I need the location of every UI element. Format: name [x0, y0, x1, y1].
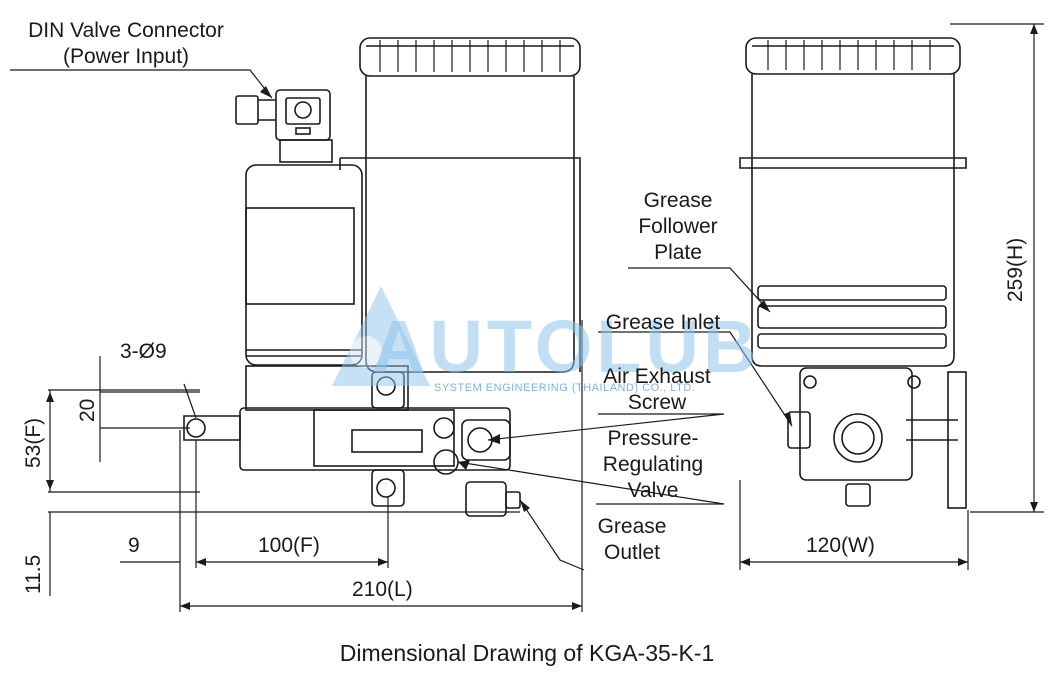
- label-grease-inlet: Grease Inlet: [605, 311, 721, 334]
- label-grease-outlet: Grease Outlet: [580, 514, 684, 566]
- autolub-logo-mark: [332, 286, 430, 386]
- dimension-lines: [48, 23, 1044, 612]
- follower-plate: [757, 285, 947, 301]
- arrowheads: [46, 24, 1038, 610]
- label-air-line1: Air Exhaust: [603, 365, 711, 388]
- dim-hole-spacing: 20: [76, 398, 99, 422]
- label-outlet-line2: Outlet: [603, 541, 661, 564]
- dim-base-offset: 11.5: [22, 554, 45, 594]
- label-din-line2: (Power Input): [62, 45, 190, 68]
- dim-length: 210(L): [352, 578, 413, 601]
- label-prv-line1: Pressure-: [607, 427, 699, 450]
- grease-outlet-fitting: [465, 481, 507, 517]
- label-follower-line2: Follower: [638, 215, 718, 238]
- watermark-brand: AUTOLUB: [372, 305, 761, 388]
- label-follower-line3: Plate: [654, 241, 702, 264]
- dim-edge-offset: 9: [128, 534, 140, 557]
- right-view-pump: [739, 37, 967, 509]
- label-air-line2: Screw: [627, 391, 687, 414]
- dim-foot-height: 53(F): [22, 417, 45, 468]
- label-air-exhaust-screw: Air Exhaust Screw: [586, 364, 728, 416]
- reservoir-lid: [359, 37, 581, 77]
- label-pressure-regulating-valve: Pressure- Regulating Valve: [586, 426, 720, 504]
- label-prv-line2: Regulating: [602, 453, 704, 476]
- drawing-caption: Dimensional Drawing of KGA-35-K-1: [339, 640, 715, 666]
- label-follower-line1: Grease: [643, 189, 713, 212]
- label-grease-follower-plate: Grease Follower Plate: [618, 188, 738, 266]
- dim-holes: 3-Ø9: [120, 340, 167, 363]
- label-din-line1: DIN Valve Connector: [28, 19, 224, 42]
- reservoir-body-right: [751, 74, 955, 367]
- left-view-pump: [183, 37, 581, 517]
- dim-foot-width: 100(F): [258, 534, 320, 557]
- label-din-connector: DIN Valve Connector (Power Input): [8, 18, 244, 70]
- watermark-tagline: SYSTEM ENGINEERING (THAILAND) CO., LTD.: [434, 382, 696, 394]
- label-prv-line3: Valve: [627, 479, 679, 502]
- label-outlet-line1: Grease: [597, 515, 667, 538]
- dim-height: 259(H): [1004, 237, 1027, 302]
- leader-lines: [10, 69, 793, 571]
- dim-width: 120(W): [806, 534, 875, 557]
